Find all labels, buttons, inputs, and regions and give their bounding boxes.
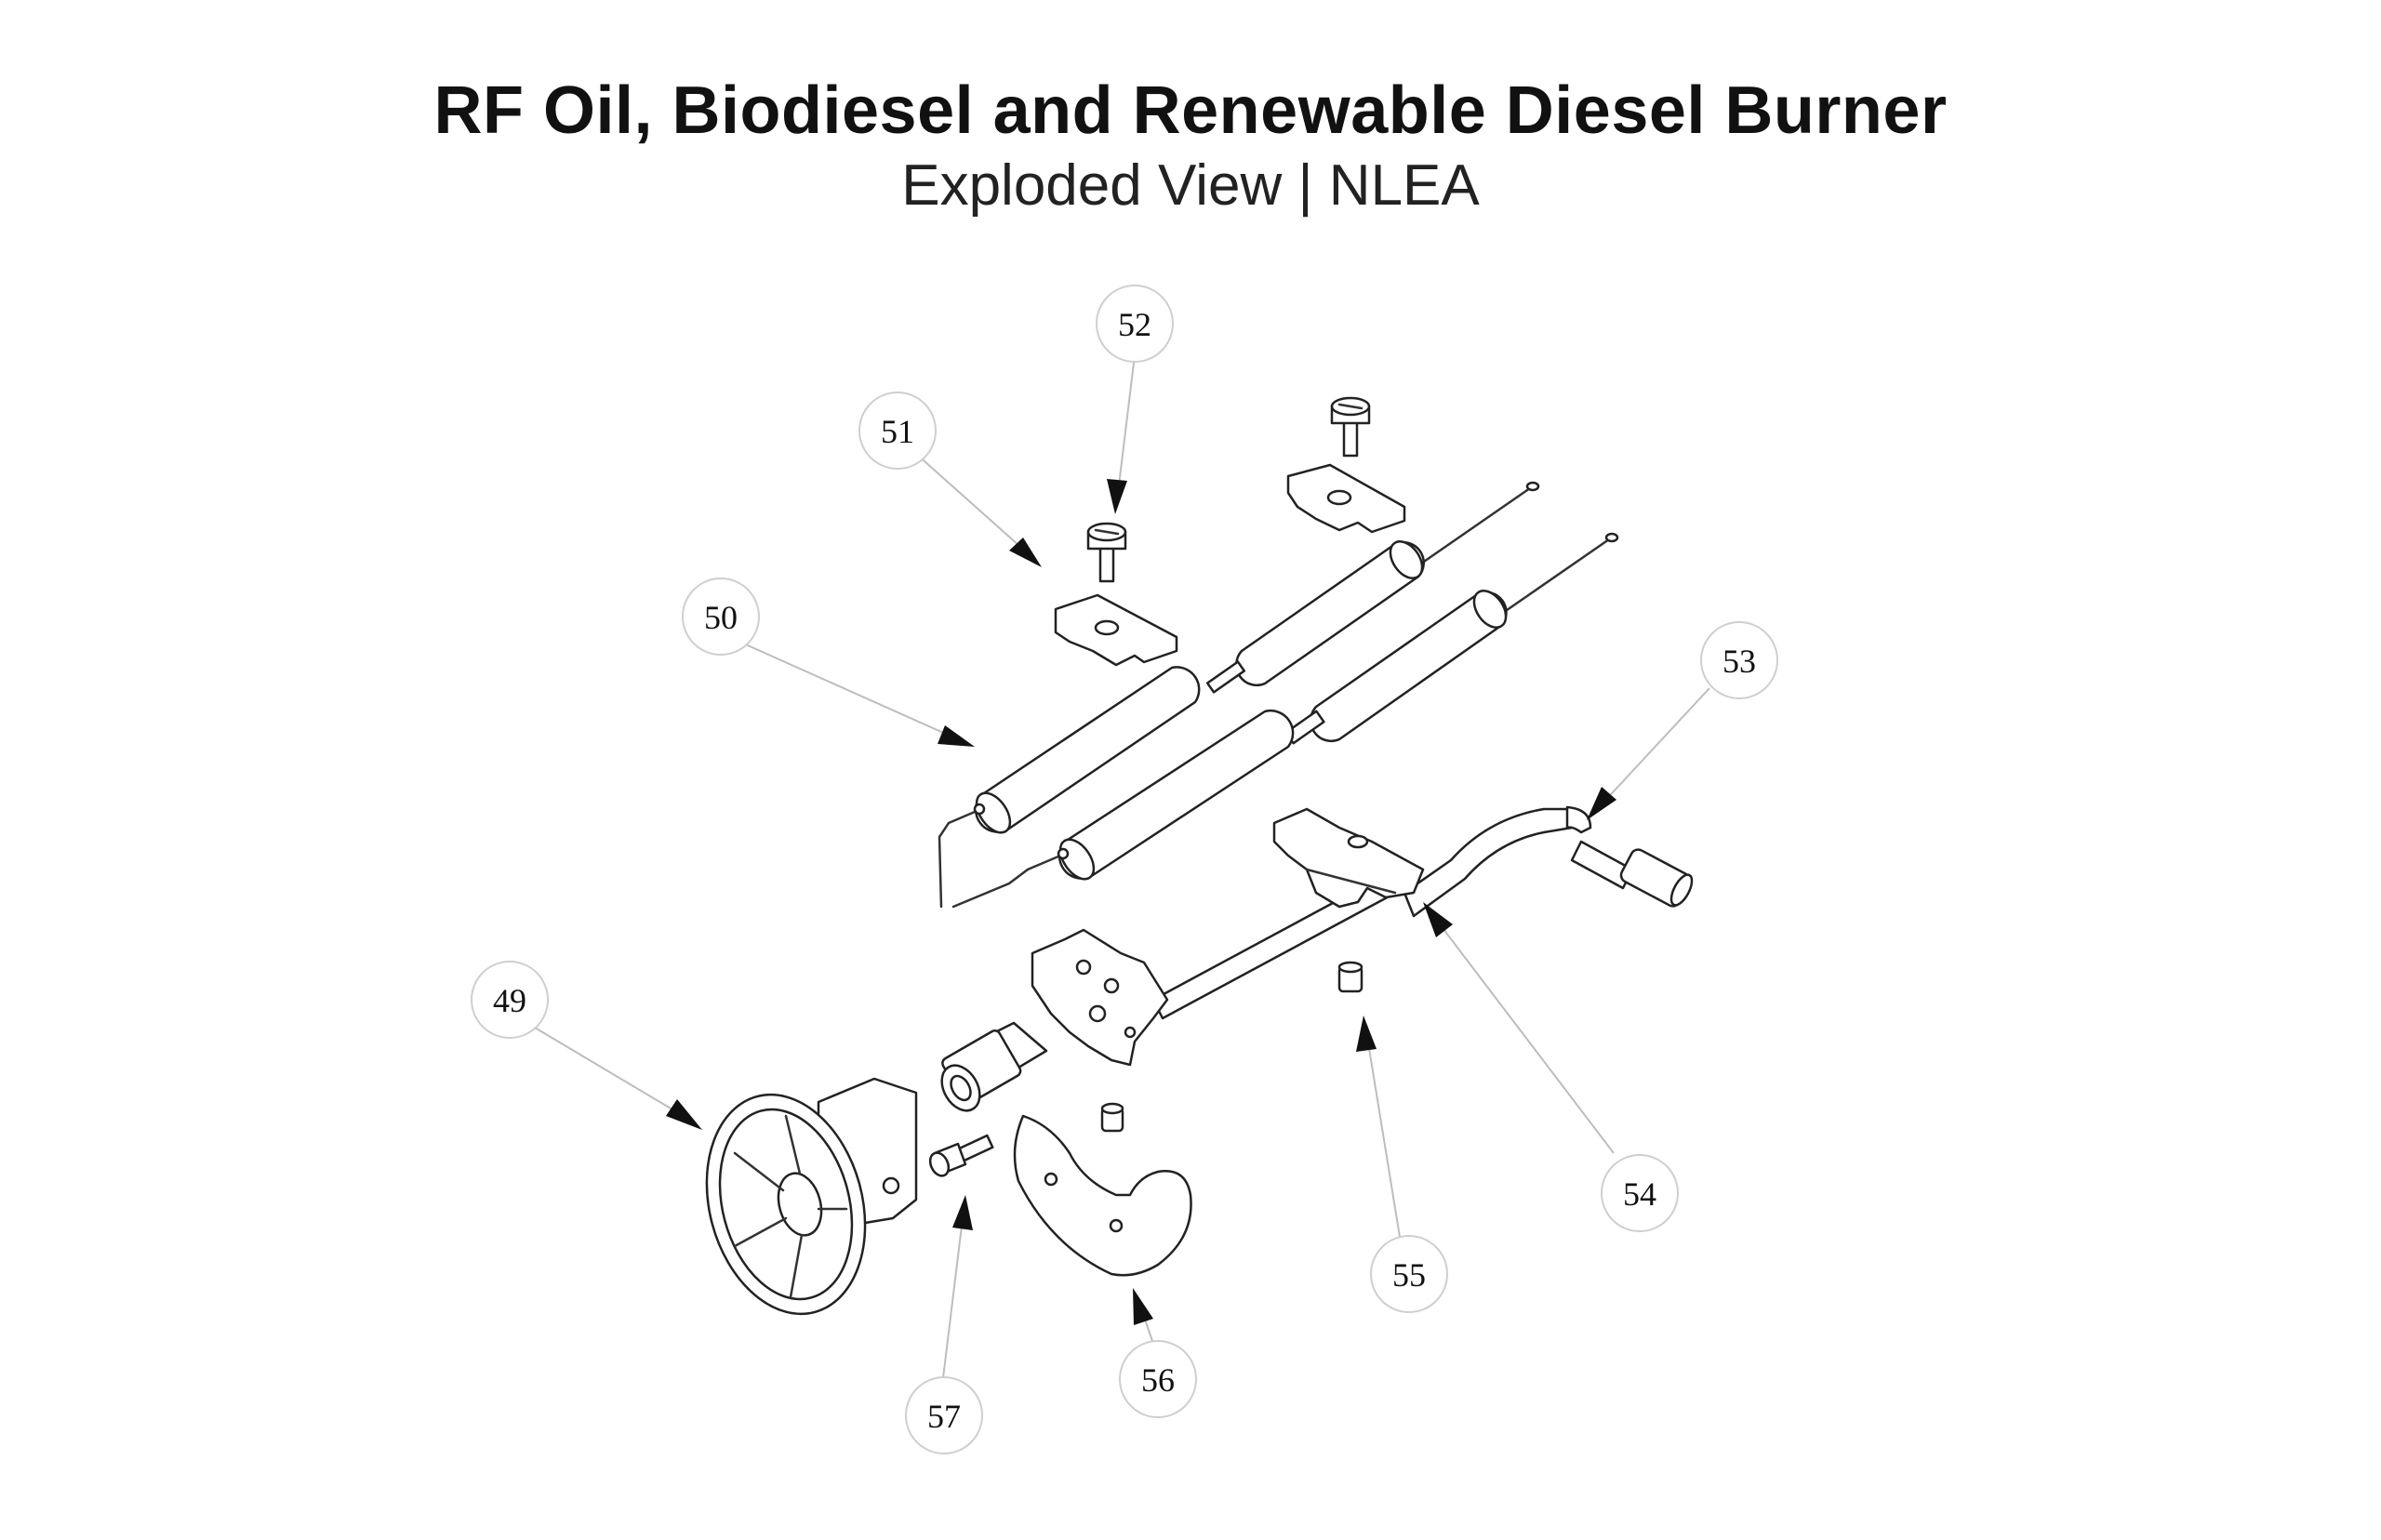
callout-label: 54 [1623,1175,1656,1213]
callout-label: 51 [881,413,914,450]
callout-label: 56 [1141,1361,1175,1399]
callout-55: 55 [1370,1235,1448,1313]
callout-label: 57 [927,1398,961,1435]
leader-lines [534,354,1710,1387]
clamp-screw [1086,396,1371,583]
callout-label: 50 [704,599,738,636]
callout-50: 50 [682,578,760,656]
electrode-clamp-bracket [1054,463,1406,667]
callout-49: 49 [471,961,549,1039]
nozzle-line-support [1151,807,1425,1020]
page-title: RF Oil, Biodiesel and Renewable Diesel B… [433,73,1948,148]
retention-head [705,1077,918,1316]
air-diffuser-disc [1013,1114,1192,1277]
callout-53: 53 [1700,621,1778,699]
callout-label: 53 [1723,643,1756,680]
callout-56: 56 [1119,1340,1197,1418]
set-screw [1100,961,1363,1133]
callout-label: 49 [493,982,526,1019]
callout-51: 51 [858,392,937,470]
head-bracket-plate [940,928,1169,1112]
callout-label: 52 [1118,306,1151,343]
oil-line-tube [1403,805,1694,918]
head-screw [928,1134,994,1177]
electrode-assembly [938,540,1508,909]
page-subtitle: Exploded View | NLEA [901,153,1480,218]
callout-label: 55 [1392,1256,1426,1294]
callout-52: 52 [1096,285,1174,363]
callout-57: 57 [905,1376,983,1454]
callout-54: 54 [1601,1154,1679,1232]
